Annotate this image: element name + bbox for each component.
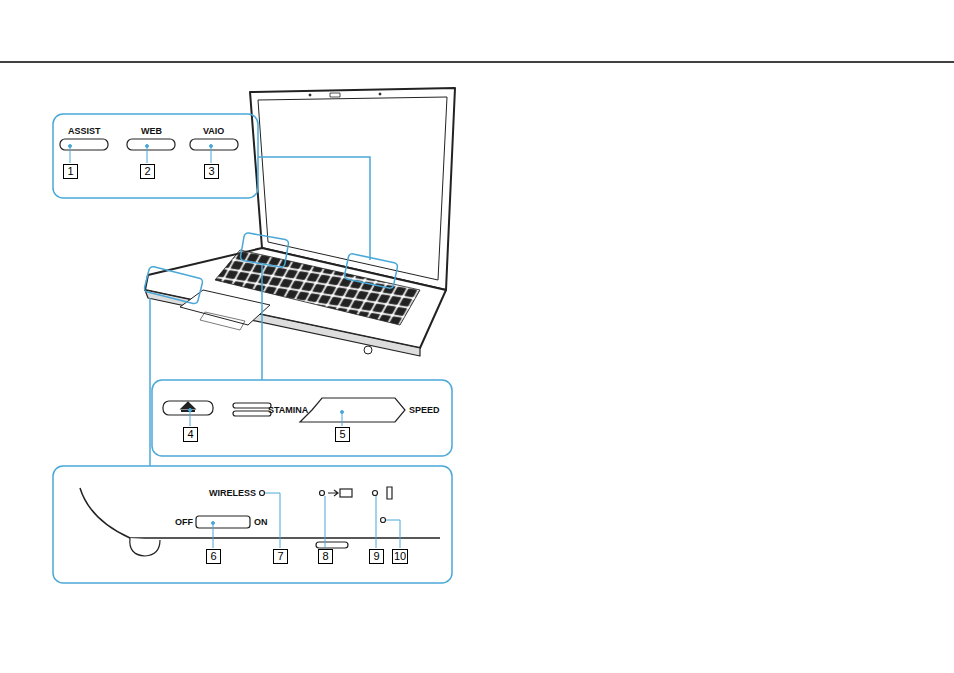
callout-number: 1 xyxy=(63,164,78,179)
callout-number: 8 xyxy=(318,549,333,564)
callout-number: 3 xyxy=(204,164,219,179)
part-label: STAMINA xyxy=(268,406,308,415)
header-rule xyxy=(0,61,954,63)
callout-number: 10 xyxy=(392,549,408,564)
button-drawings xyxy=(60,139,440,556)
part-label: OFF xyxy=(175,518,193,527)
leader-lines xyxy=(69,145,401,549)
callout-number: 9 xyxy=(369,549,384,564)
part-label: VAIO xyxy=(203,127,224,136)
part-label: SPEED xyxy=(409,406,440,415)
part-label: ON xyxy=(254,518,268,527)
callout-number: 5 xyxy=(335,427,350,442)
callout-number: 4 xyxy=(183,427,198,442)
part-label: WIRELESS xyxy=(209,489,256,498)
callout-number: 2 xyxy=(140,164,155,179)
part-label: ASSIST xyxy=(68,127,101,136)
part-label: WEB xyxy=(141,127,162,136)
highlight-marks xyxy=(53,114,452,583)
laptop-drawing xyxy=(145,88,455,356)
callout-number: 6 xyxy=(206,549,221,564)
callout-number: 7 xyxy=(273,549,288,564)
